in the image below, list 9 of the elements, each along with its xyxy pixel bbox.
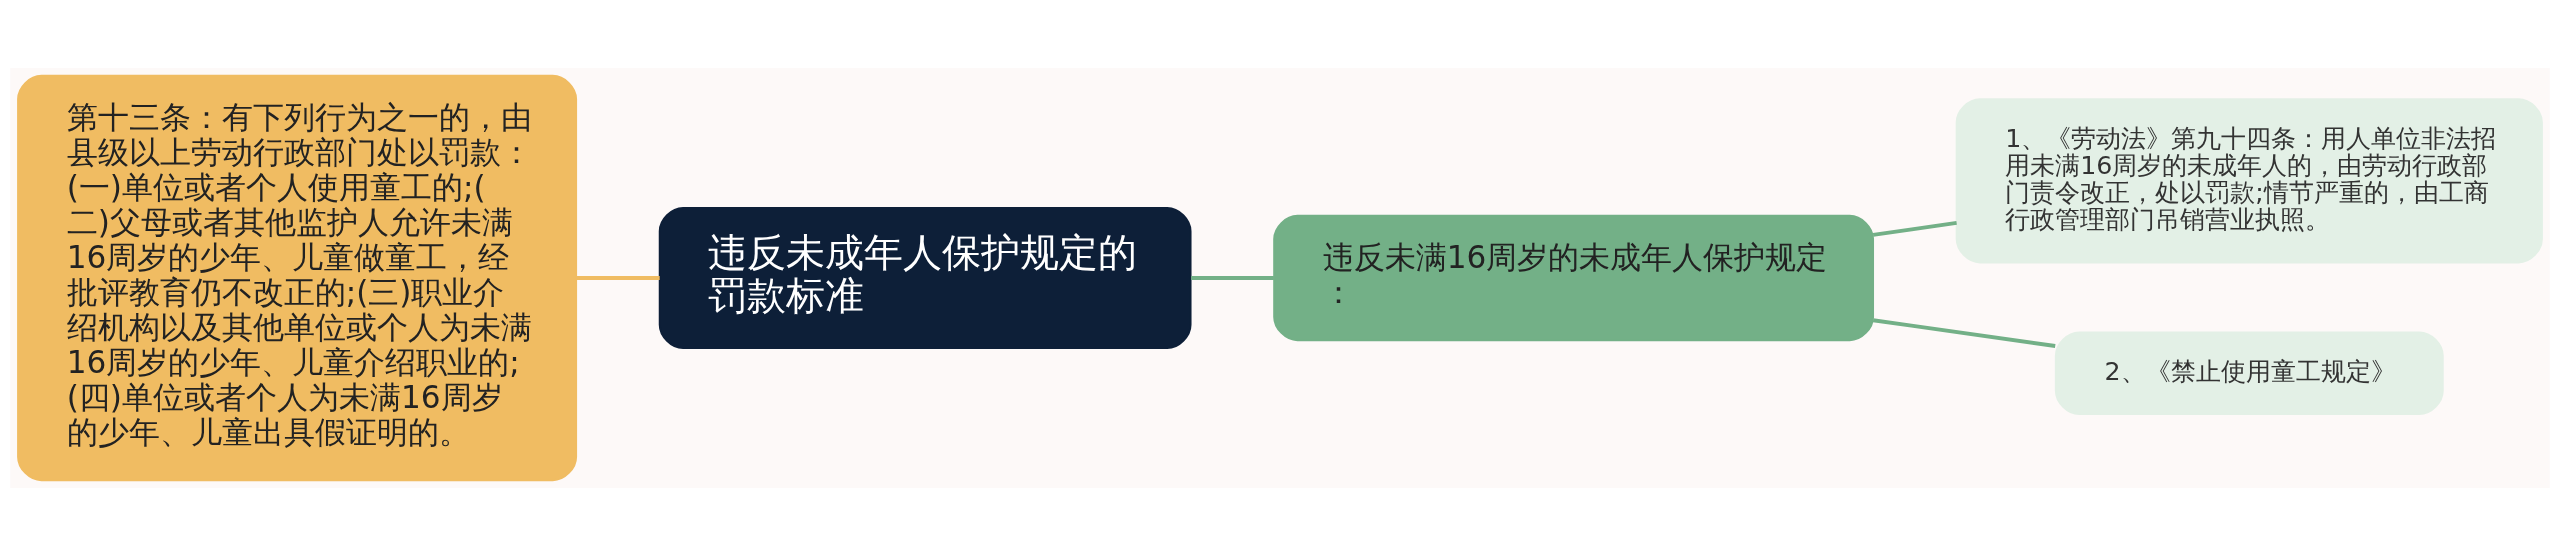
- node-box: 1、《劳动法》第九十四条：用人单位非法招用未满16周岁的未成年人的，由劳动行政部门责令改正，处以罚款;情节严重的，由工商行政管理部门吊销营业执照。: [1955, 97, 2543, 263]
- connector: [576, 275, 660, 280]
- node-box: 第十三条：有下列行为之一的，由县级以上劳动行政部门处以罚款：(一)单位或者个人使用童工的;(二)父母或者其他监护人允许未满16周岁的少年、儿童做童工，经批评教育仍不改正的;(三)职业介绍机构以及其他单位或个人为未满16周岁的少年、儿童介绍职业的;(四)单位或者个人为未满16周岁的少年、儿童出具假证明的。: [17, 74, 578, 481]
- node-box: 2、《禁止使用童工规定》: [2054, 330, 2444, 415]
- connector: [1191, 275, 1274, 280]
- connector: [1872, 317, 2056, 348]
- connector: [1872, 220, 1957, 237]
- node-box: 违反未成年人保护规定的罚款标准: [658, 206, 1192, 349]
- node-box: 违反未满16周岁的未成年人保护规定：: [1273, 214, 1875, 341]
